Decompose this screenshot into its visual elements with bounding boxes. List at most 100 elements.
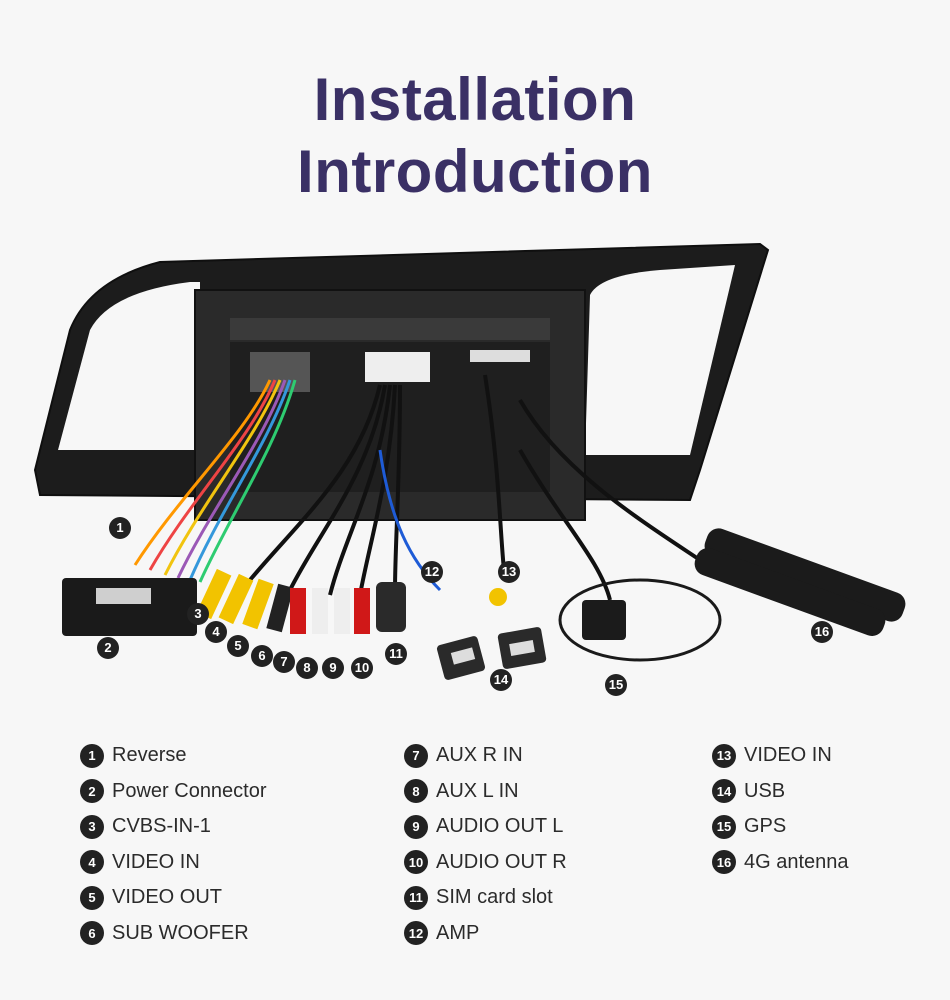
4g-antenna — [694, 528, 906, 636]
svg-text:11: 11 — [389, 646, 403, 661]
svg-text:12: 12 — [425, 564, 439, 579]
legend-column-2: 7 AUX R IN 8 AUX L IN 9 AUDIO OUT L 10 AUDIO… — [404, 738, 567, 951]
svg-text:2: 2 — [104, 640, 111, 655]
legend-label: VIDEO OUT — [112, 886, 223, 909]
sim-slot — [376, 582, 406, 632]
svg-text:9: 9 — [329, 660, 336, 675]
callout-15: 15 — [605, 674, 627, 696]
legend-number: 3 — [80, 814, 104, 839]
legend-item: 11 SIM card slot — [404, 880, 567, 916]
legend-label: Reverse — [112, 744, 187, 767]
legend-label: AUDIO OUT L — [436, 815, 564, 838]
callout-4: 4 — [205, 621, 227, 643]
page-title-line-1: Installation — [313, 66, 637, 133]
svg-text:10: 10 — [355, 660, 369, 675]
legend-item: 13 VIDEO IN — [712, 738, 849, 774]
legend-label: CVBS-IN-1 — [112, 815, 211, 838]
legend-label: AUDIO OUT R — [436, 850, 567, 873]
legend-label: SIM card slot — [436, 886, 553, 909]
legend-item: 12 AMP — [404, 916, 567, 952]
svg-text:7: 7 — [280, 654, 287, 669]
svg-text:5: 5 — [234, 638, 241, 653]
legend-item: 16 4G antenna — [712, 845, 849, 881]
legend-item: 7 AUX R IN — [404, 738, 567, 774]
legend-number: 15 — [712, 814, 736, 839]
svg-text:3: 3 — [194, 606, 201, 621]
legend-item: 1 Reverse — [80, 738, 267, 774]
callout-11: 11 — [385, 643, 407, 665]
callout-3: 3 — [187, 603, 209, 625]
product-illustration: 1 2 3 4 5 6 7 8 9 10 11 12 13 14 15 16 — [33, 242, 906, 696]
legend-number: 9 — [404, 814, 428, 839]
connector-block-left — [250, 352, 310, 392]
legend-number: 8 — [404, 779, 428, 804]
video-in-plug — [489, 588, 507, 606]
legend-number: 10 — [404, 850, 428, 875]
callout-7: 7 — [273, 651, 295, 673]
callout-13: 13 — [498, 561, 520, 583]
callout-12: 12 — [421, 561, 443, 583]
callout-1: 1 — [109, 517, 131, 539]
page-title-line-2: Introduction — [297, 138, 653, 205]
callout-6: 6 — [251, 645, 273, 667]
legend-number: 2 — [80, 779, 104, 804]
connector-block-mid — [365, 352, 430, 382]
gps-antenna — [582, 600, 626, 640]
legend-number: 13 — [712, 743, 736, 768]
legend-item: 10 AUDIO OUT R — [404, 845, 567, 881]
legend-item: 2 Power Connector — [80, 774, 267, 810]
legend-item: 9 AUDIO OUT L — [404, 809, 567, 845]
legend-item: 8 AUX L IN — [404, 774, 567, 810]
legend-item: 5 VIDEO OUT — [80, 880, 267, 916]
legend-label: Power Connector — [112, 779, 267, 802]
callout-10: 10 — [351, 657, 373, 679]
legend-label: VIDEO IN — [744, 744, 832, 767]
legend-item: 14 USB — [712, 774, 849, 810]
legend-label: AUX L IN — [436, 779, 519, 802]
callout-14: 14 — [490, 669, 512, 691]
legend-number: 1 — [80, 743, 104, 768]
callout-5: 5 — [227, 635, 249, 657]
callout-2: 2 — [97, 637, 119, 659]
legend-number: 12 — [404, 921, 428, 946]
svg-text:6: 6 — [258, 648, 265, 663]
wire-harness — [133, 379, 297, 583]
legend-number: 4 — [80, 850, 104, 875]
rca-plugs — [196, 568, 370, 634]
legend-item: 6 SUB WOOFER — [80, 916, 267, 952]
frame-cutout-left — [58, 282, 200, 450]
legend-label: USB — [744, 779, 786, 802]
connector-block-right — [470, 350, 530, 362]
callout-8: 8 — [296, 657, 318, 679]
svg-text:1: 1 — [116, 520, 123, 535]
legend-label: VIDEO IN — [112, 850, 200, 873]
callouts: 1 2 3 4 5 6 7 8 9 10 11 12 13 14 15 16 — [97, 517, 833, 696]
svg-text:4: 4 — [212, 624, 220, 639]
svg-text:13: 13 — [502, 564, 516, 579]
callout-9: 9 — [322, 657, 344, 679]
legend-number: 16 — [712, 850, 736, 875]
legend-label: 4G antenna — [744, 850, 849, 873]
svg-text:15: 15 — [609, 677, 623, 692]
svg-text:8: 8 — [303, 660, 310, 675]
svg-text:14: 14 — [494, 672, 509, 687]
svg-text:16: 16 — [815, 624, 829, 639]
legend-number: 7 — [404, 743, 428, 768]
legend-label: AMP — [436, 921, 480, 944]
frame-cutout-right — [585, 265, 735, 455]
legend-number: 5 — [80, 885, 104, 910]
power-connector — [62, 578, 197, 636]
legend-item: 4 VIDEO IN — [80, 845, 267, 881]
callout-16: 16 — [811, 621, 833, 643]
legend-label: GPS — [744, 815, 787, 838]
legend-label: SUB WOOFER — [112, 921, 249, 944]
legend-column-3: 13 VIDEO IN 14 USB 15 GPS 16 4G antenna — [712, 738, 849, 880]
legend-number: 6 — [80, 921, 104, 946]
legend-label: AUX R IN — [436, 744, 523, 767]
legend-number: 14 — [712, 779, 736, 804]
legend-number: 11 — [404, 885, 428, 910]
legend-item: 3 CVBS-IN-1 — [80, 809, 267, 845]
legend-item: 15 GPS — [712, 809, 849, 845]
